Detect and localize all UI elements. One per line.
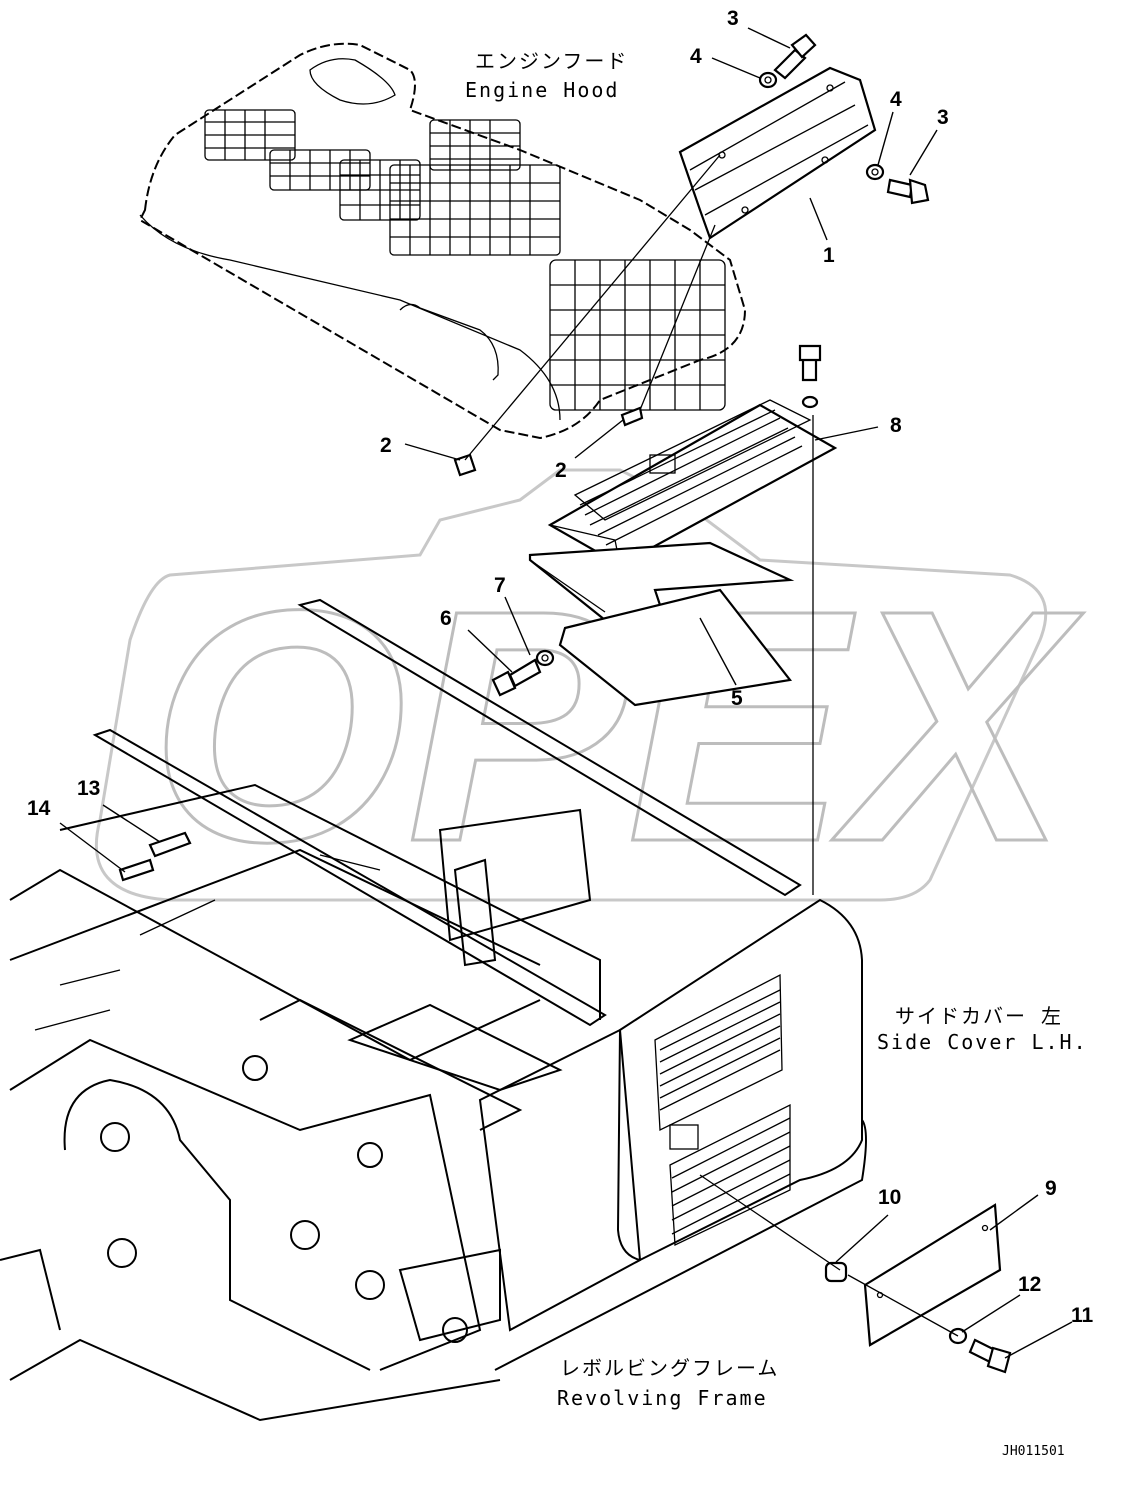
engine-hood-label-jp: エンジンフード <box>475 49 628 73</box>
callout-1: 1 <box>823 244 835 267</box>
callout-13: 13 <box>77 777 100 800</box>
hood-vent-grid-5 <box>389 164 561 256</box>
callout-12: 12 <box>1018 1273 1041 1296</box>
engine-hood-label-en: Engine Hood <box>465 78 619 102</box>
part-3-bolt-right <box>886 178 930 205</box>
part-14-label <box>118 858 155 882</box>
part-13-label <box>148 831 192 858</box>
part-9-plate <box>863 1203 1002 1347</box>
callout-14: 14 <box>27 797 51 820</box>
part-8-bolt <box>798 344 822 409</box>
side-cover-vent-lower <box>669 1103 791 1247</box>
part-1-cover-plate <box>678 66 877 240</box>
side-cover-label-jp: サイドカバー 左 <box>895 1004 1063 1028</box>
callout-11: 11 <box>1071 1304 1094 1327</box>
callout-4-top: 4 <box>690 45 702 68</box>
callout-6: 6 <box>440 607 452 630</box>
callout-8: 8 <box>890 414 902 437</box>
drawing-code: JH011501 <box>1002 1444 1065 1459</box>
hood-vent-grid-4 <box>429 119 521 171</box>
part-2-bracket-right <box>620 406 644 427</box>
hood-vent-grid-6 <box>549 259 726 411</box>
engine-hood: エンジンフード Engine Hood <box>138 42 747 440</box>
hood-vent-grid-2 <box>269 149 371 191</box>
part-3-bolt-top <box>773 33 817 80</box>
side-cover-vent-upper <box>654 973 783 1132</box>
callout-7: 7 <box>494 574 506 597</box>
hood-vent-grid-3 <box>339 159 421 221</box>
frame-label-en: Revolving Frame <box>557 1386 768 1410</box>
part-6-bolt <box>491 658 542 697</box>
callout-2-left: 2 <box>380 434 392 457</box>
callout-4-right: 4 <box>890 88 902 111</box>
part-5-plate <box>528 541 795 707</box>
callout-5: 5 <box>731 687 743 710</box>
callout-3-top: 3 <box>727 7 739 30</box>
callout-2-right: 2 <box>555 459 567 482</box>
part-2-bracket-left <box>453 453 477 477</box>
part-7-washer <box>535 649 555 667</box>
revolving-frame <box>0 598 802 1422</box>
callout-9: 9 <box>1045 1177 1057 1200</box>
part-11-bolt <box>968 1338 1012 1374</box>
frame-label-jp: レボルビングフレーム <box>560 1356 779 1380</box>
part-4-washer-right <box>865 163 885 181</box>
side-cover-label-en: Side Cover L.H. <box>877 1030 1088 1054</box>
callouts: 3 4 4 3 1 2 2 8 7 6 5 13 14 10 9 12 11 <box>27 7 1094 1327</box>
part-10-grommet <box>824 1261 848 1283</box>
side-cover: サイドカバー 左 Side Cover L.H. <box>478 898 1088 1371</box>
leader-lines <box>59 27 1073 1359</box>
callout-10: 10 <box>878 1186 901 1209</box>
callout-3-right: 3 <box>937 106 949 129</box>
part-4-washer-top <box>758 71 778 89</box>
hood-vent-grid-1 <box>204 109 296 161</box>
